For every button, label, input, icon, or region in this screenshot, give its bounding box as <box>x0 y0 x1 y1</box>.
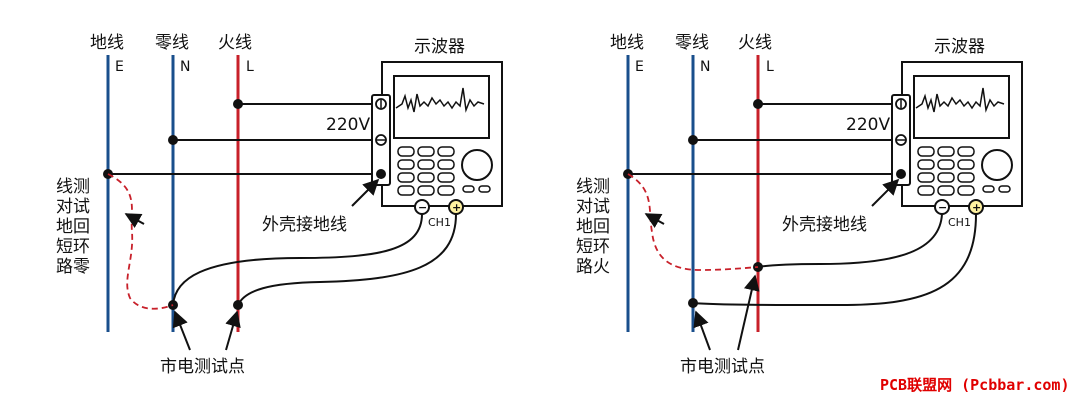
short-arrow <box>124 213 145 228</box>
scope-waveform <box>915 87 1005 113</box>
short-circuit-dashed <box>627 173 759 271</box>
live-junction-dot <box>233 99 243 109</box>
scope-title: 示波器 <box>414 37 465 57</box>
channel-label: CH1 <box>948 216 971 229</box>
test-points-label: 市电测试点 <box>680 357 765 377</box>
test-point-arrow <box>172 310 191 351</box>
scope-title: 示波器 <box>934 37 985 57</box>
scope-screen <box>913 75 1010 139</box>
channel-label: CH1 <box>428 216 451 229</box>
oscilloscope <box>371 61 503 207</box>
neutral-junction-dot <box>688 135 698 145</box>
short-text-line: 地回 <box>56 217 90 237</box>
probe-plus-sign: + <box>452 201 461 214</box>
short-text-line: 短环 <box>56 237 90 257</box>
live-line-label: 火线 <box>218 33 252 53</box>
inlet-earth-pin <box>376 169 386 179</box>
probe-minus-sign: − <box>418 201 427 214</box>
short-text-line: 短环 <box>576 237 610 257</box>
short-text-line: 线测 <box>56 177 90 197</box>
short-text-line: 线测 <box>576 177 610 197</box>
scope-keypad <box>917 146 975 196</box>
probe-plus-sign: + <box>972 201 981 214</box>
earth-tag: E <box>115 59 124 75</box>
neutral-line-label: 零线 <box>675 33 709 53</box>
watermark-text: PCB联盟网 (Pcbbar.com) <box>880 376 1070 394</box>
live-line-label: 火线 <box>738 33 772 53</box>
scope-small-button <box>462 185 475 193</box>
neutral-junction-dot <box>168 135 178 145</box>
scope-small-button <box>478 185 491 193</box>
live-junction-dot <box>753 99 763 109</box>
probe-minus-sign: − <box>938 201 947 214</box>
ground-label: 外壳接地线 <box>782 215 867 235</box>
voltage-label: 220V <box>846 115 890 135</box>
panel-short-earth-neutral: 地线 零线 火线 E N L 示波器 <box>56 33 503 377</box>
earth-line-label: 地线 <box>610 33 644 53</box>
short-text-line: 对试 <box>56 197 90 217</box>
ground-label: 外壳接地线 <box>262 215 347 235</box>
short-text-line: 路火 <box>576 257 610 277</box>
scope-keypad <box>397 146 455 196</box>
neutral-tag: N <box>700 59 710 75</box>
neutral-tag: N <box>180 59 190 75</box>
short-text-line: 对试 <box>576 197 610 217</box>
probe-minus-wire <box>757 213 943 268</box>
oscilloscope <box>891 61 1023 207</box>
live-tag: L <box>766 59 774 75</box>
scope-knob <box>981 149 1013 181</box>
short-arrow <box>644 213 665 228</box>
probe-plus-wire <box>237 213 457 306</box>
ground-arrow <box>351 178 380 207</box>
scope-small-button <box>998 185 1011 193</box>
test-point-arrow <box>693 310 711 351</box>
scope-screen <box>393 75 490 139</box>
probe-minus-wire <box>172 213 423 306</box>
ground-arrow <box>871 178 900 207</box>
test-point-arrow <box>225 310 241 351</box>
short-circuit-dashed <box>107 173 174 310</box>
scope-small-button <box>982 185 995 193</box>
test-point-arrow <box>737 274 760 351</box>
scope-waveform <box>395 87 485 113</box>
short-text-line: 地回 <box>576 217 610 237</box>
earth-tag: E <box>635 59 644 75</box>
inlet-earth-pin <box>896 169 906 179</box>
test-points-label: 市电测试点 <box>160 357 245 377</box>
live-test-point <box>233 300 243 310</box>
earth-line-label: 地线 <box>90 33 124 53</box>
probe-plus-wire <box>692 213 977 307</box>
scope-knob <box>461 149 493 181</box>
neutral-line-label: 零线 <box>155 33 189 53</box>
short-text-line: 路零 <box>56 257 90 277</box>
panel-short-earth-live: 地线 零线 火线 E N L 示波器 <box>576 33 1023 377</box>
voltage-label: 220V <box>326 115 370 135</box>
live-tag: L <box>246 59 254 75</box>
neutral-test-point <box>688 298 698 308</box>
